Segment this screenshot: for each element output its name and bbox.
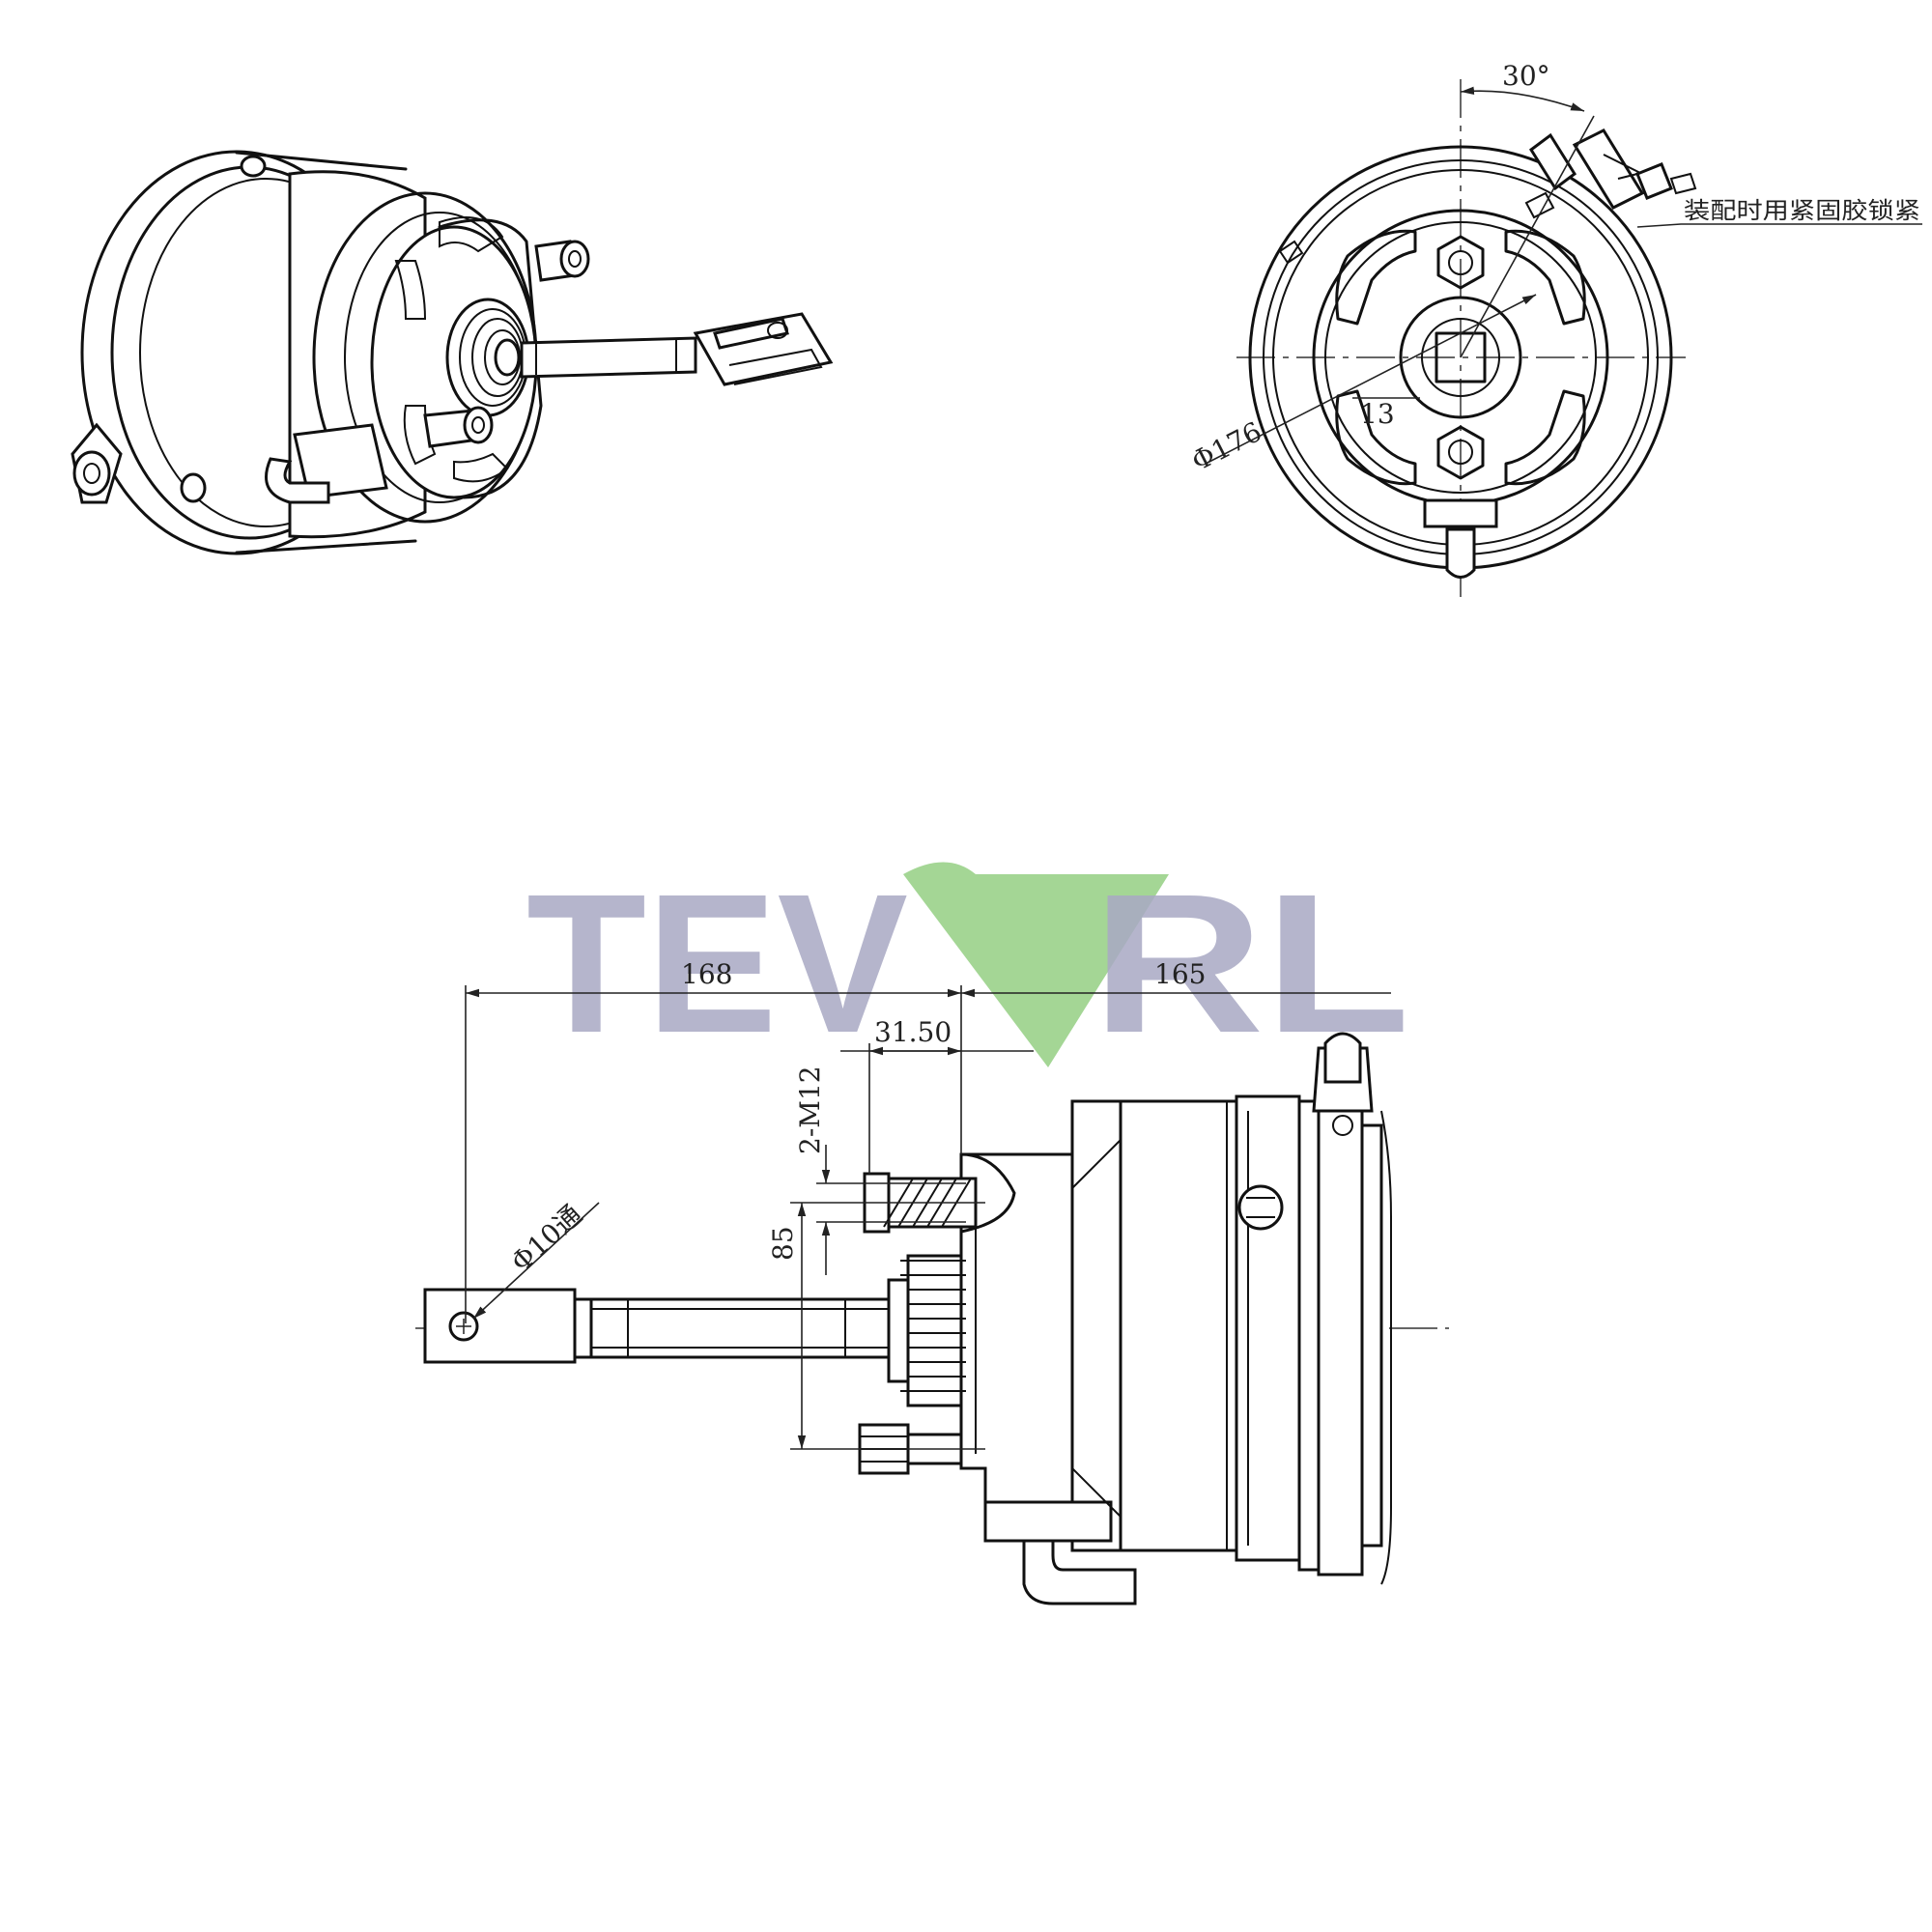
assembly-note: 装配时用紧固胶锁紧: [1684, 197, 1920, 224]
front-view: 30° 装配时用紧固胶锁紧 Φ176 13: [1186, 60, 1922, 597]
watermark-leaf-icon: [903, 862, 1169, 1067]
length-168-dimension: 168: [681, 958, 732, 990]
width-13-dimension: 13: [1360, 398, 1395, 430]
diameter-176-dimension: Φ176: [1186, 415, 1266, 477]
spacing-85-dimension: 85: [767, 1226, 799, 1261]
isometric-view: [71, 150, 834, 555]
angle-dimension: 30°: [1502, 60, 1550, 92]
teverl-watermark-logo: TEV RL: [526, 853, 1410, 1074]
watermark-right-text: RL: [1092, 853, 1410, 1074]
offset-31-50-dimension: 31.50: [874, 1016, 952, 1048]
length-165-dimension: 165: [1154, 958, 1206, 990]
thread-2-m12-dimension: 2-M12: [794, 1065, 826, 1154]
hole-10-dimension: Φ10通: [505, 1199, 588, 1278]
watermark-left-text: TEV: [526, 853, 908, 1074]
